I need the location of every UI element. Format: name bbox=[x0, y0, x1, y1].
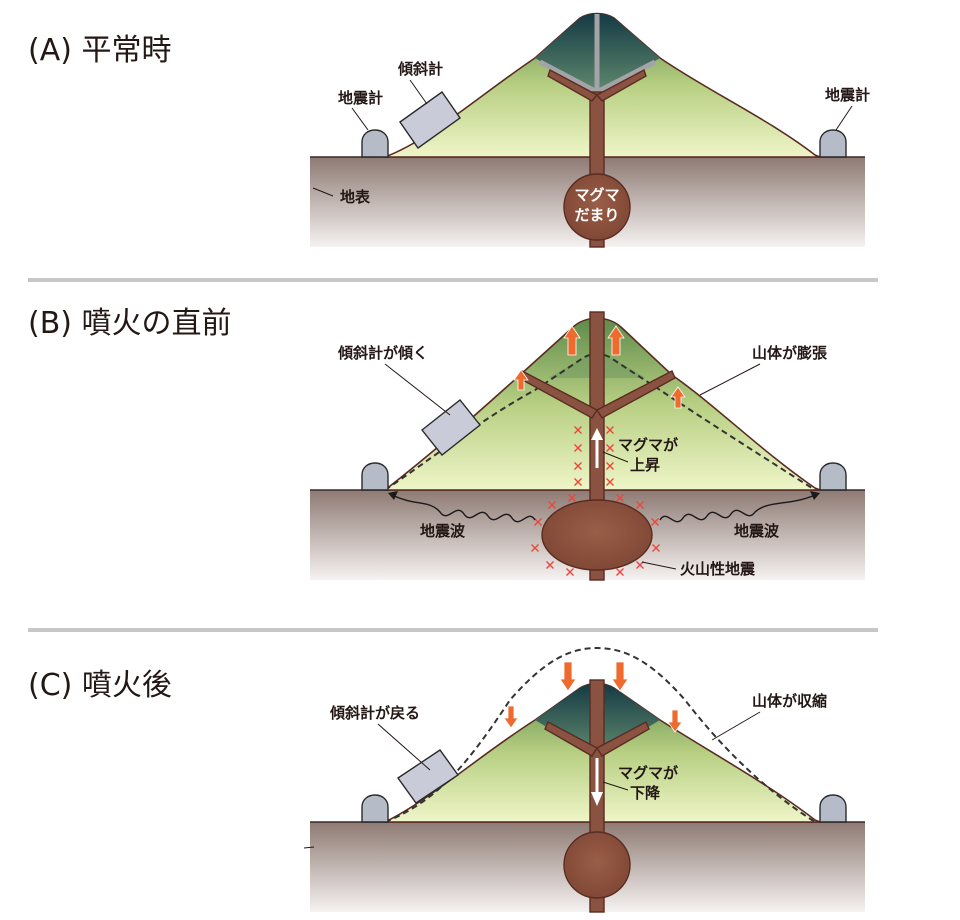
deflation-label: 山体が収縮 bbox=[752, 692, 827, 710]
magma-descend-label-1: マグマが bbox=[618, 764, 679, 782]
seismometer-icon bbox=[361, 129, 389, 158]
magma-rise-label-2: 上昇 bbox=[630, 456, 660, 474]
downward-arrow-icon bbox=[611, 661, 629, 692]
ground-label: 地表 bbox=[340, 188, 371, 206]
tiltmeter-icon bbox=[399, 91, 461, 149]
tiltmeter-label-a: 傾斜計 bbox=[397, 60, 443, 78]
upward-arrow-icon bbox=[563, 325, 581, 356]
magma-chamber-c bbox=[563, 831, 631, 899]
panel-b: (B) 噴火の直前 bbox=[28, 306, 865, 581]
seismic-wave-icon bbox=[659, 491, 820, 523]
seismometer-right-label: 地震計 bbox=[825, 86, 870, 104]
downward-arrow-icon bbox=[667, 709, 683, 733]
magma-descend-label-2: 下降 bbox=[630, 784, 661, 802]
earthquake-x-icon bbox=[616, 568, 624, 576]
seismic-wave-icon bbox=[388, 491, 536, 523]
earthquake-x-icon bbox=[531, 544, 539, 552]
earthquake-x-icon bbox=[636, 561, 644, 569]
seismometer-left-label: 地震計 bbox=[338, 89, 383, 107]
seismometer-icon bbox=[819, 794, 847, 823]
wave-right-label: 地震波 bbox=[734, 522, 780, 540]
earthquake-x-icon bbox=[568, 494, 576, 502]
upward-arrow-icon bbox=[670, 386, 686, 409]
upward-arrow-icon bbox=[607, 325, 625, 356]
downward-arrow-icon bbox=[503, 705, 519, 729]
panel-c: (C) 噴火後 bbox=[28, 646, 865, 913]
earthquake-x-icon bbox=[531, 426, 660, 576]
magma-chamber-a bbox=[563, 173, 631, 241]
earthquake-x-icon bbox=[606, 478, 614, 486]
earthquake-x-icon bbox=[548, 501, 556, 509]
downward-arrow-icon bbox=[591, 758, 603, 806]
earthquake-x-icon bbox=[606, 444, 614, 452]
earthquake-x-icon bbox=[574, 426, 582, 434]
tiltmeter-icon bbox=[397, 749, 459, 804]
magma-rise-label-1: マグマが bbox=[618, 436, 679, 454]
chamber-label-a-1: マグマ bbox=[574, 186, 619, 204]
upward-arrow-icon bbox=[513, 369, 529, 391]
earthquake-x-icon bbox=[566, 568, 574, 576]
inflation-label: 山体が膨張 bbox=[752, 344, 828, 362]
earthquake-x-icon bbox=[534, 518, 542, 526]
seismometer-icon bbox=[361, 794, 389, 823]
seismometer-icon bbox=[819, 129, 847, 158]
tiltmeter-label-b: 傾斜計が傾く bbox=[337, 344, 428, 362]
seismometer-icon bbox=[819, 462, 847, 491]
panel-b-heading: (B) 噴火の直前 bbox=[28, 306, 232, 341]
panel-a: (A) 平常時 マグマ だまり 地震計 地震計 傾斜計 地表 bbox=[28, 12, 870, 248]
earthquake-x-icon bbox=[574, 444, 582, 452]
earthquake-x-icon bbox=[652, 544, 660, 552]
wave-left-label: 地震波 bbox=[420, 522, 466, 540]
seismometer-icon bbox=[361, 462, 389, 491]
earthquake-x-icon bbox=[651, 518, 659, 526]
panel-c-heading: (C) 噴火後 bbox=[28, 668, 172, 703]
panel-a-heading: (A) 平常時 bbox=[28, 33, 171, 68]
earthquake-x-icon bbox=[616, 494, 624, 502]
earthquake-x-icon bbox=[574, 462, 582, 470]
earthquake-x-icon bbox=[546, 561, 554, 569]
earthquake-x-icon bbox=[606, 462, 614, 470]
volcanic-quake-label: 火山性地震 bbox=[680, 560, 756, 578]
earthquake-x-icon bbox=[606, 426, 614, 434]
upward-arrow-icon bbox=[591, 428, 603, 468]
tiltmeter-label-c: 傾斜計が戻る bbox=[329, 704, 420, 722]
downward-arrow-icon bbox=[559, 661, 577, 692]
earthquake-x-icon bbox=[574, 478, 582, 486]
earthquake-x-icon bbox=[636, 501, 644, 509]
previous-outline-c bbox=[384, 646, 816, 823]
chamber-label-a-2: だまり bbox=[575, 206, 620, 224]
magma-chamber-b bbox=[541, 499, 653, 571]
tiltmeter-icon bbox=[421, 399, 481, 456]
